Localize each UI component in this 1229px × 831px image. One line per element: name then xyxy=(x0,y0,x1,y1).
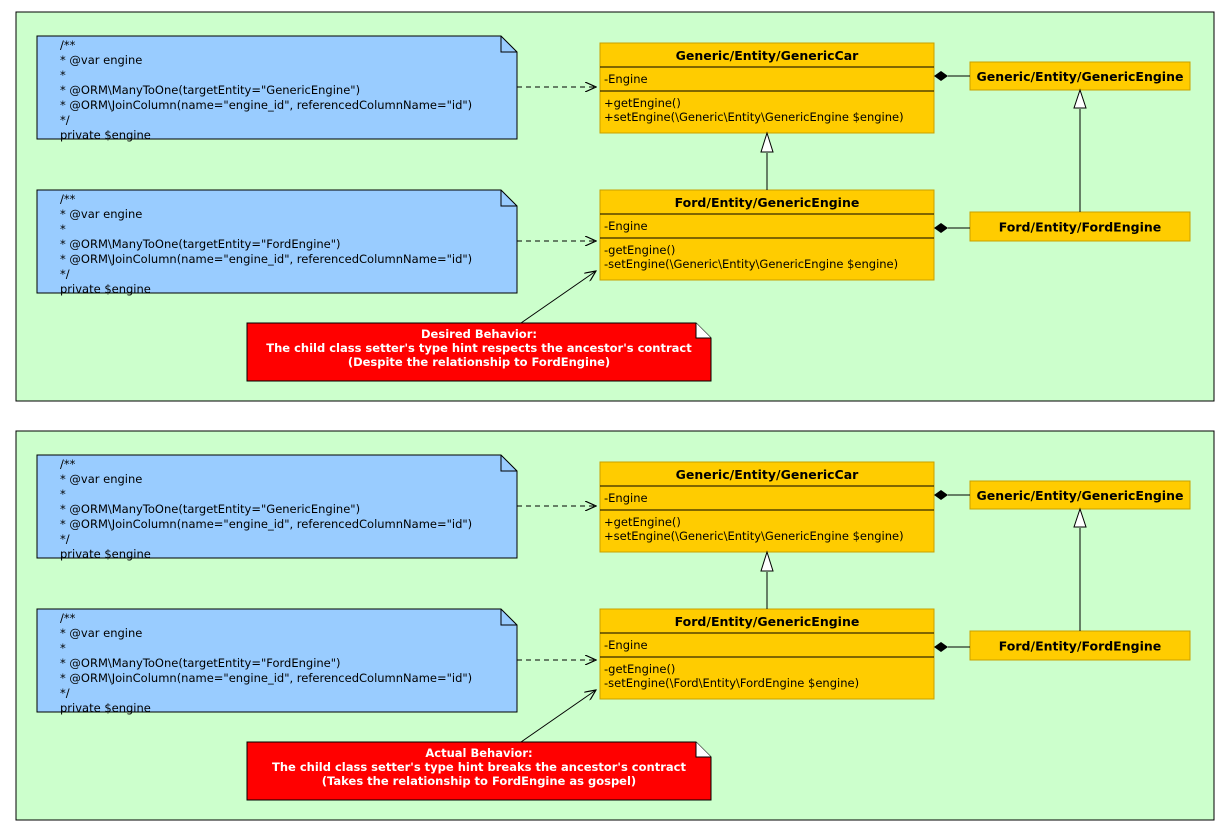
diagram-panel-2: /** * @var engine * * @ORM\ManyToOne(tar… xyxy=(15,430,1215,821)
class-attribute: -Engine xyxy=(604,219,648,233)
note-line: * @ORM\JoinColumn(name="engine_id", refe… xyxy=(60,671,472,685)
note-line: * @ORM\ManyToOne(targetEntity="GenericEn… xyxy=(60,502,360,516)
note-line: private $engine xyxy=(60,547,151,561)
class-engine_parent: Generic/Entity/GenericEngine xyxy=(969,61,1191,91)
callout-line: (Takes the relationship to FordEngine as… xyxy=(322,774,636,788)
class-method: +setEngine(\Generic\Entity\GenericEngine… xyxy=(604,110,904,124)
note-line: * @ORM\JoinColumn(name="engine_id", refe… xyxy=(60,517,472,531)
callout-fold xyxy=(695,742,711,758)
note-line: /** xyxy=(60,38,76,52)
composition-diamond xyxy=(934,490,948,500)
callout-fold xyxy=(695,323,711,339)
composition-diamond xyxy=(934,71,948,81)
note-shape xyxy=(36,454,518,559)
note-line: /** xyxy=(60,192,76,206)
note-line: */ xyxy=(60,686,70,700)
class-method: +setEngine(\Generic\Entity\GenericEngine… xyxy=(604,529,904,543)
class-box xyxy=(969,211,1191,242)
note-line: */ xyxy=(60,267,70,281)
class-method: -setEngine(\Ford\Entity\FordEngine $engi… xyxy=(604,676,859,690)
note-line: * @ORM\ManyToOne(targetEntity="GenericEn… xyxy=(60,83,360,97)
class-attribute: -Engine xyxy=(604,638,648,652)
note-line: * xyxy=(60,641,66,655)
class-parent: Generic/Entity/GenericCar -Engine +getEngi… xyxy=(599,42,935,134)
class-attribute: -Engine xyxy=(604,72,648,86)
callout-shape xyxy=(246,322,712,382)
note-line: * @var engine xyxy=(60,472,142,486)
class-parent: Generic/Entity/GenericCar -Engine +getEngi… xyxy=(599,461,935,553)
note-line: /** xyxy=(60,611,76,625)
diagram-panel-1: /** * @var engine * * @ORM\ManyToOne(tar… xyxy=(15,11,1215,402)
callout-shape xyxy=(246,741,712,801)
note-line: /** xyxy=(60,457,76,471)
inheritance-triangle xyxy=(1073,507,1087,528)
class-title: Generic/Entity/GenericEngine xyxy=(977,488,1184,503)
note-fold xyxy=(500,455,517,472)
callout-line: The child class setter's type hint respe… xyxy=(266,341,692,355)
note-line: * @var engine xyxy=(60,53,142,67)
note-line: private $engine xyxy=(60,128,151,142)
behavior-callout: Desired Behavior:The child class setter'… xyxy=(246,322,712,382)
class-child: Ford/Entity/GenericEngine -Engine -getEngi… xyxy=(599,608,935,700)
note-line: * xyxy=(60,487,66,501)
class-method: +getEngine() xyxy=(604,515,681,529)
note-line: */ xyxy=(60,532,70,546)
class-title: Ford/Entity/FordEngine xyxy=(999,220,1161,235)
callout-line: The child class setter's type hint break… xyxy=(272,760,686,774)
class-box xyxy=(969,630,1191,661)
class-engine_child: Ford/Entity/FordEngine xyxy=(969,630,1191,661)
callout-line: Desired Behavior: xyxy=(421,327,537,341)
note-fold xyxy=(500,36,517,53)
composition-diamond xyxy=(934,223,948,233)
note-shape xyxy=(36,608,518,713)
callout-arrow xyxy=(520,271,596,324)
note-shape xyxy=(36,189,518,294)
annotation-note: /** * @var engine * * @ORM\ManyToOne(tar… xyxy=(36,608,518,715)
class-method: -getEngine() xyxy=(604,662,675,676)
class-child: Ford/Entity/GenericEngine -Engine -getEngi… xyxy=(599,189,935,281)
note-line: private $engine xyxy=(60,701,151,715)
note-line: private $engine xyxy=(60,282,151,296)
composition-diamond xyxy=(934,642,948,652)
class-engine_child: Ford/Entity/FordEngine xyxy=(969,211,1191,242)
callout-line: Actual Behavior: xyxy=(425,746,532,760)
note-line: * @var engine xyxy=(60,207,142,221)
note-line: * @ORM\ManyToOne(targetEntity="FordEngin… xyxy=(60,656,341,670)
behavior-callout: Actual Behavior:The child class setter's… xyxy=(246,741,712,801)
note-line: * @ORM\JoinColumn(name="engine_id", refe… xyxy=(60,98,472,112)
inheritance-triangle xyxy=(1073,88,1087,109)
note-line: * @ORM\JoinColumn(name="engine_id", refe… xyxy=(60,252,472,266)
note-fold xyxy=(500,609,517,626)
note-line: * @var engine xyxy=(60,626,142,640)
class-box xyxy=(969,480,1191,510)
class-title: Ford/Entity/GenericEngine xyxy=(675,195,860,210)
class-attribute: -Engine xyxy=(604,491,648,505)
callout-line: (Despite the relationship to FordEngine) xyxy=(348,355,610,369)
annotation-note: /** * @var engine * * @ORM\ManyToOne(tar… xyxy=(36,35,518,142)
class-title: Generic/Entity/GenericCar xyxy=(676,48,860,63)
class-method: -getEngine() xyxy=(604,243,675,257)
callout-arrow xyxy=(520,690,596,743)
annotation-note: /** * @var engine * * @ORM\ManyToOne(tar… xyxy=(36,454,518,561)
note-line: * xyxy=(60,222,66,236)
class-engine_parent: Generic/Entity/GenericEngine xyxy=(969,480,1191,510)
inheritance-triangle xyxy=(760,131,774,153)
annotation-note: /** * @var engine * * @ORM\ManyToOne(tar… xyxy=(36,189,518,296)
note-line: * @ORM\ManyToOne(targetEntity="FordEngin… xyxy=(60,237,341,251)
class-title: Ford/Entity/FordEngine xyxy=(999,639,1161,654)
note-line: */ xyxy=(60,113,70,127)
class-method: +getEngine() xyxy=(604,96,681,110)
class-box xyxy=(599,608,935,700)
class-method: -setEngine(\Generic\Entity\GenericEngine… xyxy=(604,257,898,271)
inheritance-triangle xyxy=(760,550,774,572)
note-shape xyxy=(36,35,518,140)
note-fold xyxy=(500,190,517,207)
class-title: Generic/Entity/GenericCar xyxy=(676,467,860,482)
class-box xyxy=(599,42,935,134)
note-line: * xyxy=(60,68,66,82)
class-title: Generic/Entity/GenericEngine xyxy=(977,69,1184,84)
class-title: Ford/Entity/GenericEngine xyxy=(675,614,860,629)
class-box xyxy=(599,189,935,281)
